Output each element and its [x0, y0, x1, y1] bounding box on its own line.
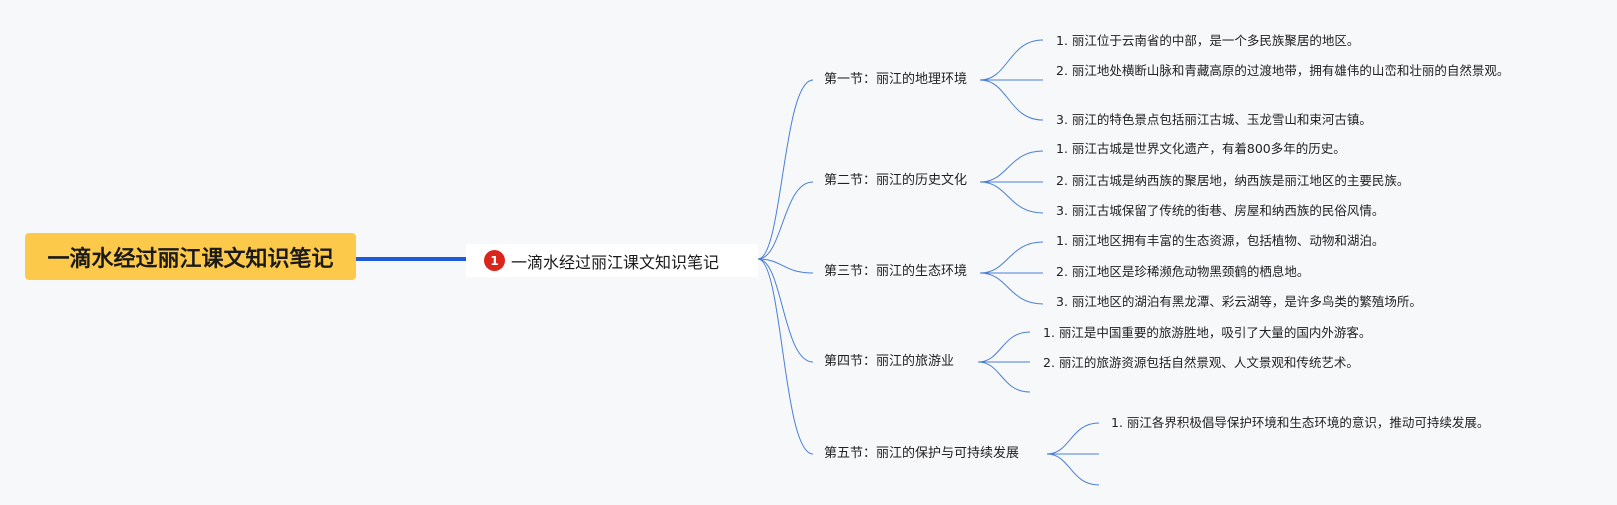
section-3-item-1-line [979, 241, 1044, 274]
section-1-item-2[interactable]: 2. 丽江地处横断山脉和青藏高原的过渡地带，拥有雄伟的山峦和壮丽的自然景观。 [1056, 63, 1510, 78]
main-to-section-3-line [757, 258, 814, 274]
priority-badge: 1 [484, 250, 505, 271]
section-3-item-2[interactable]: 2. 丽江地区是珍稀濒危动物黑颈鹤的栖息地。 [1056, 264, 1310, 279]
section-5-item-3-line [1046, 453, 1100, 486]
section-2-item-2[interactable]: 2. 丽江古城是纳西族的聚居地，纳西族是丽江地区的主要民族。 [1056, 173, 1410, 188]
section-5-item-1-line [1046, 422, 1100, 455]
root-title: 一滴水经过丽江课文知识笔记 [47, 246, 334, 272]
main-topic-label: 一滴水经过丽江课文知识笔记 [511, 252, 720, 272]
section-5-item-1[interactable]: 1. 丽江各界积极倡导保护环境和生态环境的意识，推动可持续发展。 [1111, 415, 1490, 430]
section-1-title[interactable]: 第一节：丽江的地理环境 [824, 72, 968, 87]
section-2-item-1[interactable]: 1. 丽江古城是世界文化遗产，有着800多年的历史。 [1056, 141, 1346, 156]
main-topic[interactable]: 1 一滴水经过丽江课文知识笔记 [466, 244, 758, 277]
main-to-section-4-line [757, 258, 814, 363]
section-4-title[interactable]: 第四节：丽江的旅游业 [824, 354, 955, 369]
section-1-item-3[interactable]: 3. 丽江的特色景点包括丽江古城、玉龙雪山和束河古镇。 [1056, 112, 1372, 127]
section-3-item-3-line [979, 272, 1044, 305]
main-to-section-1-line [757, 79, 814, 260]
section-3-item-1[interactable]: 1. 丽江地区拥有丰富的生态资源，包括植物、动物和湖泊。 [1056, 233, 1385, 248]
section-3-item-3[interactable]: 3. 丽江地区的湖泊有黑龙潭、彩云湖等，是许多鸟类的繁殖场所。 [1056, 294, 1422, 309]
section-1-item-1[interactable]: 1. 丽江位于云南省的中部，是一个多民族聚居的地区。 [1056, 33, 1360, 48]
section-4-item-3-line [977, 361, 1031, 393]
section-4-item-1-line [977, 331, 1031, 363]
section-3-title[interactable]: 第三节：丽江的生态环境 [824, 264, 968, 279]
section-2-item-1-line [979, 150, 1044, 183]
root-topic[interactable]: 一滴水经过丽江课文知识笔记 [25, 233, 356, 280]
section-1-item-3-line [979, 79, 1044, 121]
section-4-item-2[interactable]: 2. 丽江的旅游资源包括自然景观、人文景观和传统艺术。 [1043, 355, 1359, 370]
section-2-title[interactable]: 第二节：丽江的历史文化 [824, 173, 968, 188]
main-to-section-2-line [757, 181, 814, 260]
section-5-title[interactable]: 第五节：丽江的保护与可持续发展 [824, 446, 1020, 461]
main-to-section-5-line [757, 258, 814, 455]
section-2-item-3-line [979, 181, 1044, 214]
section-2-item-3[interactable]: 3. 丽江古城保留了传统的街巷、房屋和纳西族的民俗风情。 [1056, 203, 1385, 218]
section-1-item-1-line [979, 39, 1044, 81]
section-4-item-1[interactable]: 1. 丽江是中国重要的旅游胜地，吸引了大量的国内外游客。 [1043, 325, 1372, 340]
